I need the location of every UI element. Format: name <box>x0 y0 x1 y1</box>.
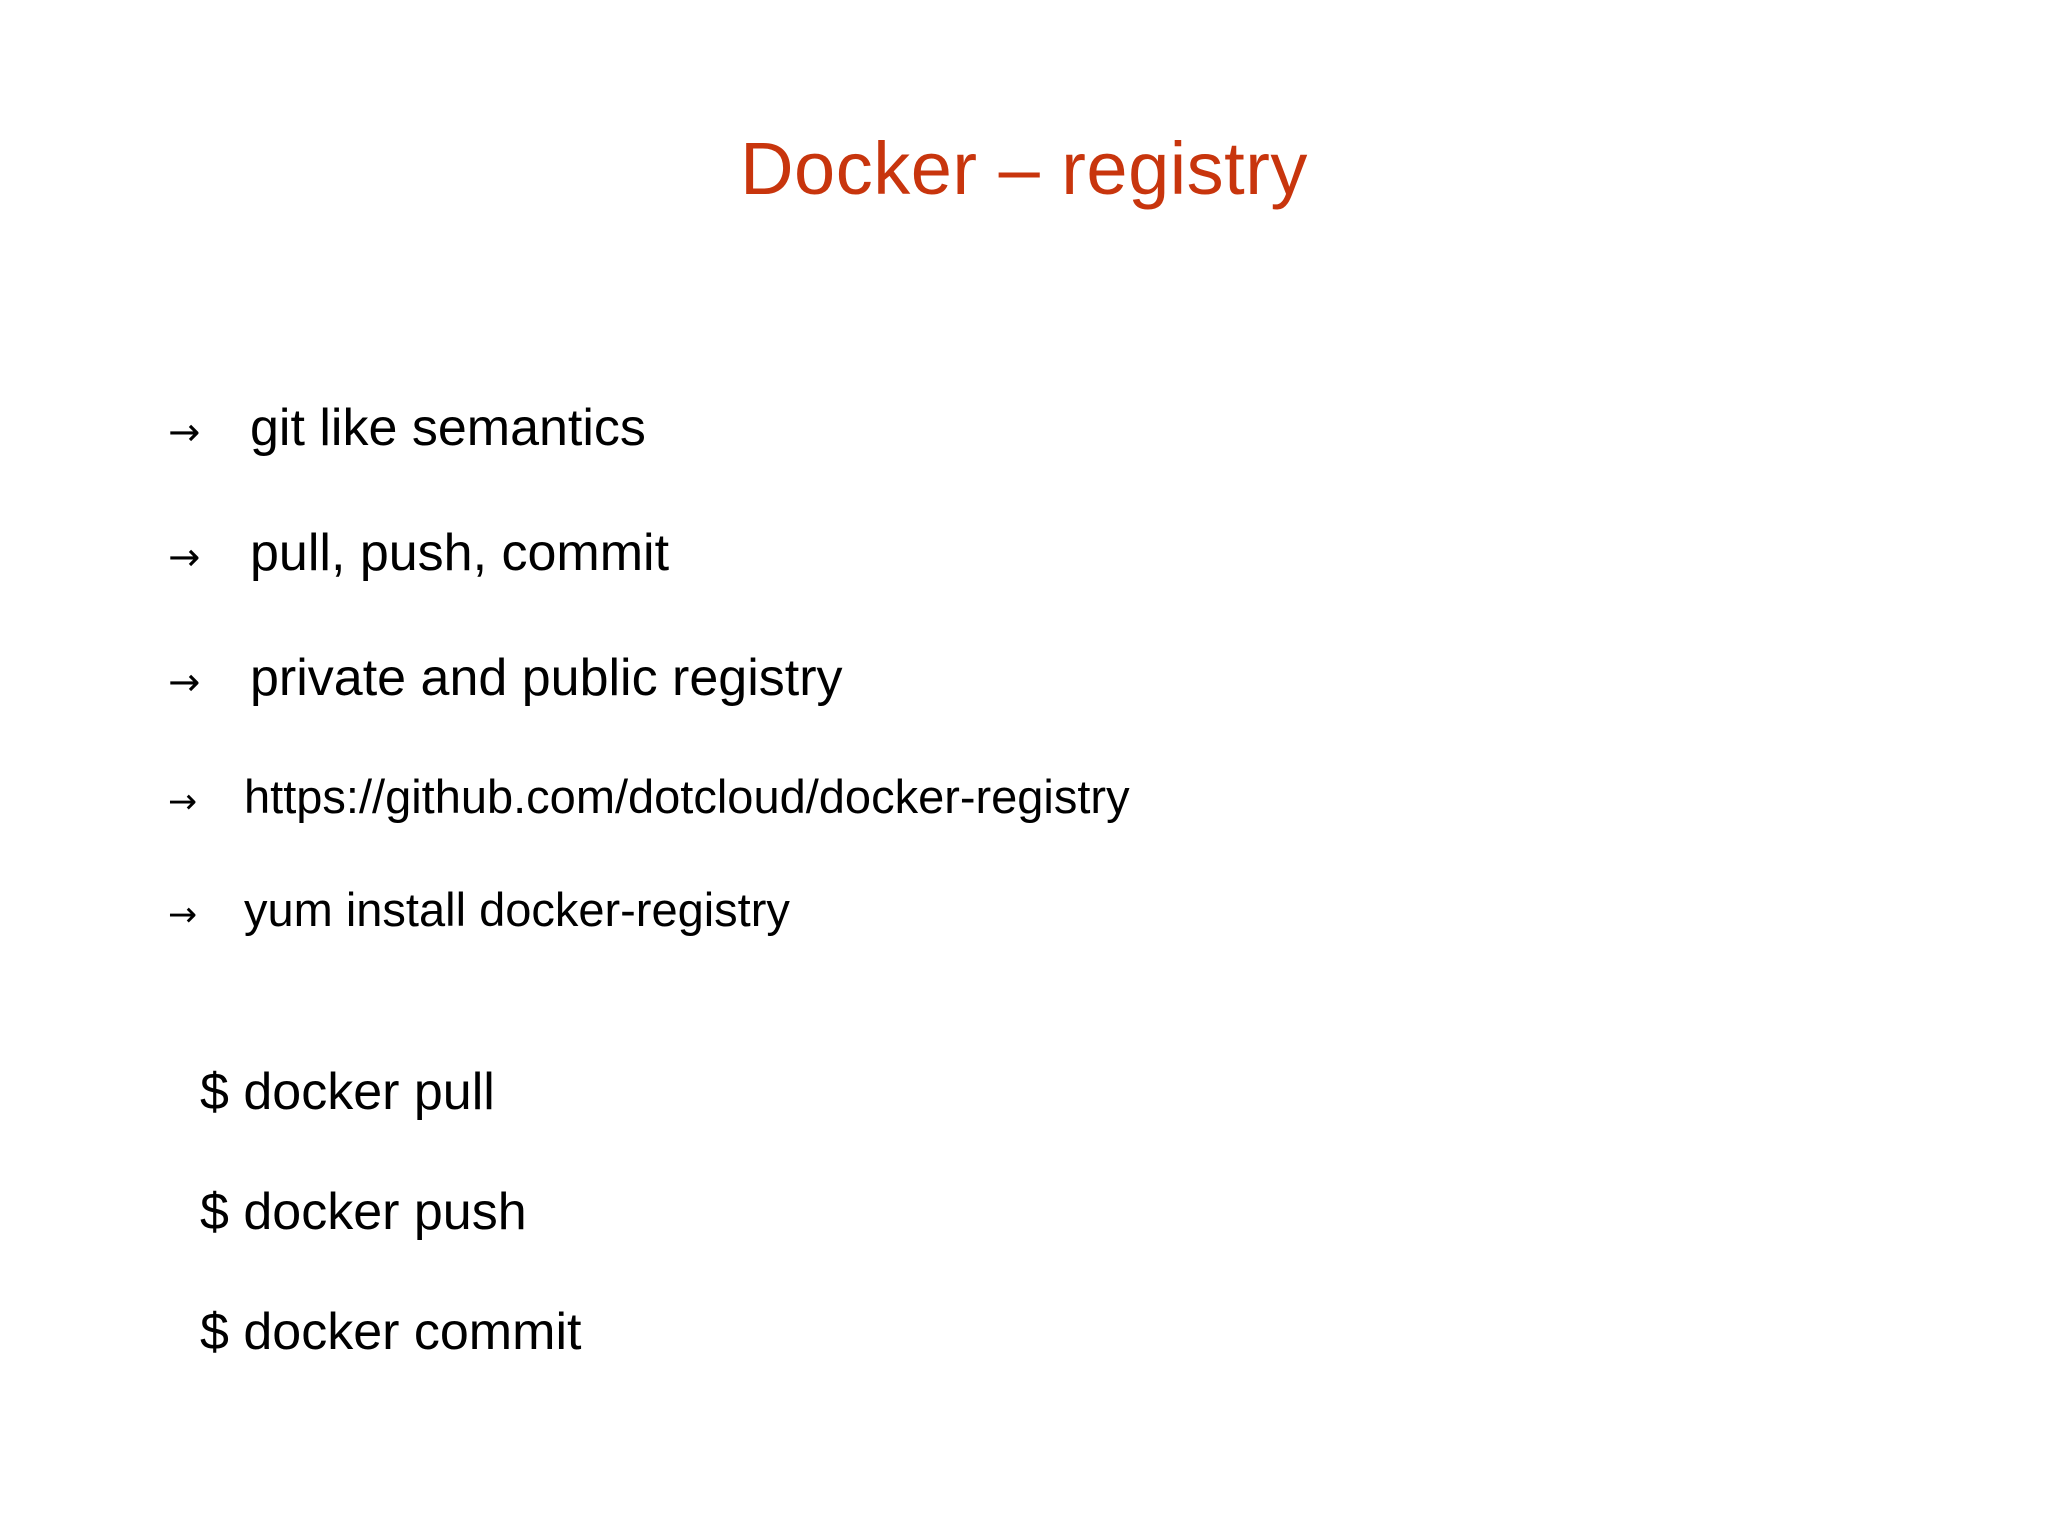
list-item: → git like semantics <box>168 368 1968 493</box>
list-item: → yum install docker-registry <box>168 856 1968 969</box>
page-title: Docker – registry <box>740 126 1308 210</box>
list-item: → https://github.com/dotcloud/docker-reg… <box>168 743 1968 856</box>
arrow-right-icon: → <box>168 535 201 580</box>
arrow-right-icon: → <box>168 410 201 455</box>
arrow-right-icon: → <box>168 895 198 935</box>
command-line: $ docker pull <box>200 1063 495 1121</box>
list-item-label-url: https://github.com/dotcloud/docker-regis… <box>244 770 1130 823</box>
bullet-list: → git like semantics → pull, push, commi… <box>168 368 1968 969</box>
list-item-label: private and public registry <box>250 649 843 707</box>
list-item-label: yum install docker-registry <box>244 883 790 936</box>
command-block: $ docker pull $ docker push $ docker com… <box>200 1032 1600 1392</box>
arrow-right-icon: → <box>168 782 198 822</box>
command-line: $ docker commit <box>200 1303 582 1361</box>
list-item-label: pull, push, commit <box>250 524 670 582</box>
arrow-right-icon: → <box>168 660 201 705</box>
list-item: → pull, push, commit <box>168 493 1968 618</box>
list-item: → private and public registry <box>168 618 1968 743</box>
list-item-label: git like semantics <box>250 399 646 457</box>
command-line: $ docker push <box>200 1183 527 1241</box>
